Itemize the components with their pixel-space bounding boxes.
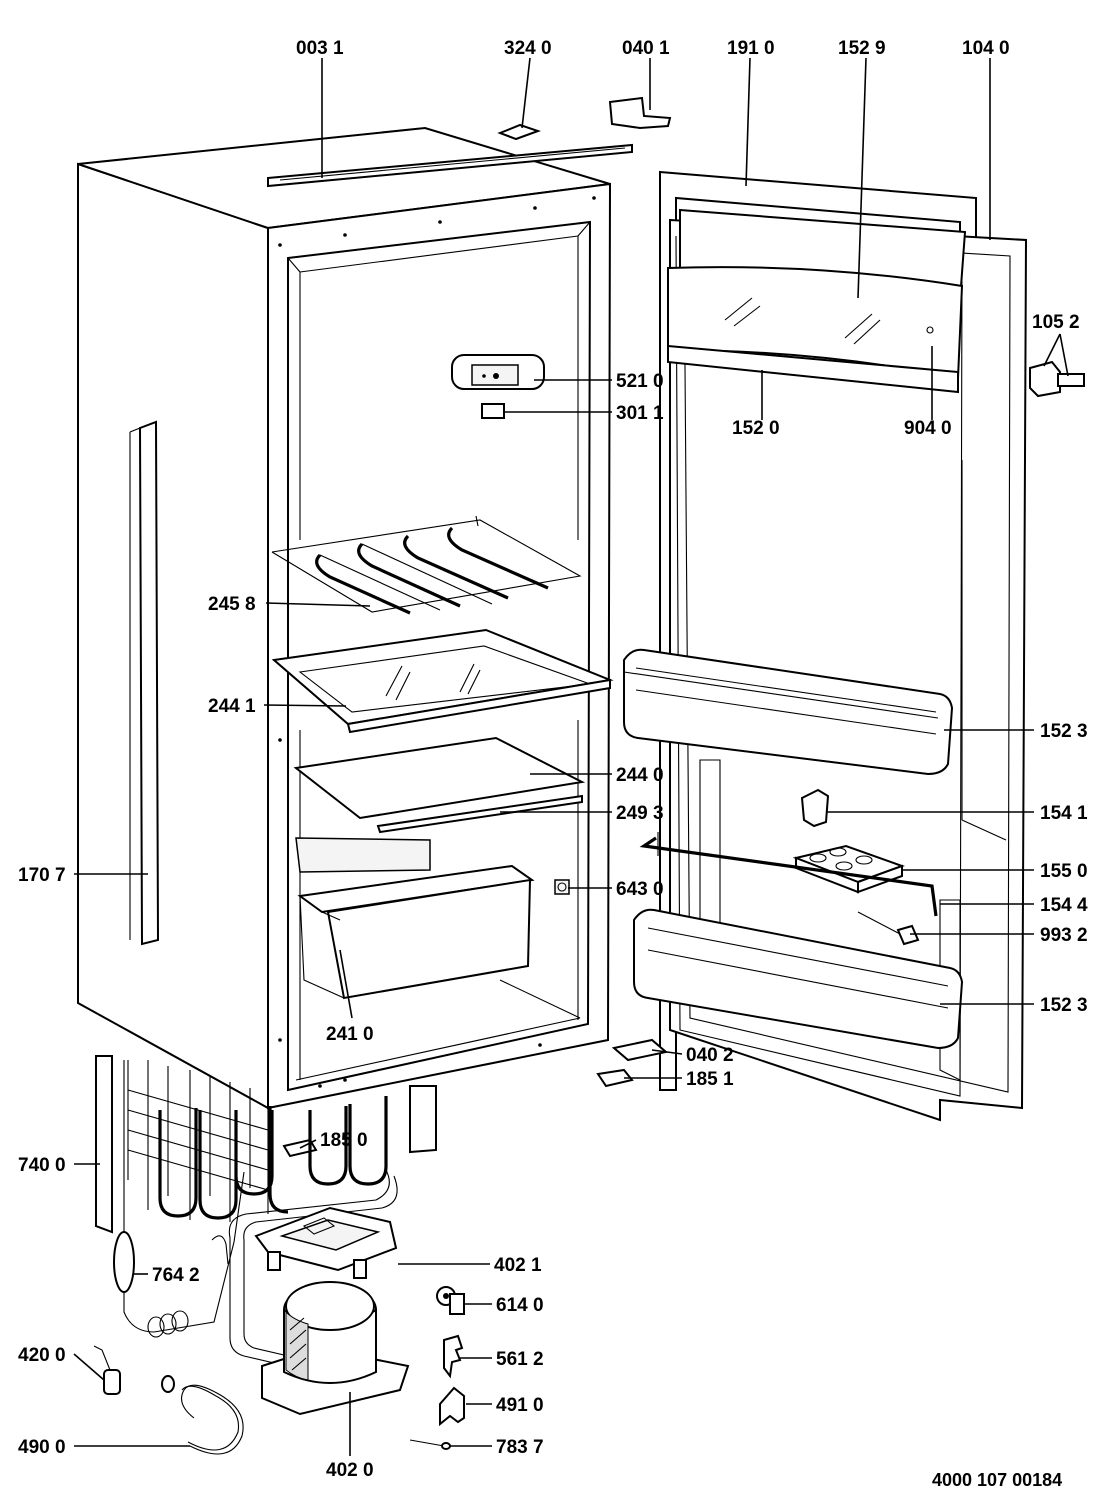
callout-152-3-top: 152 3 bbox=[1040, 721, 1088, 742]
callout-245-8: 245 8 bbox=[208, 594, 256, 615]
callout-402-1: 402 1 bbox=[494, 1255, 542, 1276]
callout-993-2: 993 2 bbox=[1040, 925, 1088, 946]
callout-191-0: 191 0 bbox=[727, 38, 775, 59]
callout-185-0: 185 0 bbox=[320, 1130, 368, 1151]
callout-154-4: 154 4 bbox=[1040, 895, 1088, 916]
callout-170-7: 170 7 bbox=[18, 865, 66, 886]
callout-040-1: 040 1 bbox=[622, 38, 670, 59]
side-hinge bbox=[1029, 360, 1085, 398]
top-hinge-parts bbox=[497, 96, 672, 141]
refrigerator-door bbox=[623, 170, 1028, 1122]
callout-152-9: 152 9 bbox=[838, 38, 886, 59]
callout-904-0: 904 0 bbox=[904, 418, 952, 439]
callout-301-1: 301 1 bbox=[616, 403, 664, 424]
callout-740-0: 740 0 bbox=[18, 1155, 66, 1176]
callout-249-3: 249 3 bbox=[616, 803, 664, 824]
callout-244-1: 244 1 bbox=[208, 696, 256, 717]
callout-244-0: 244 0 bbox=[616, 765, 664, 786]
callout-040-2: 040 2 bbox=[686, 1045, 734, 1066]
callout-155-0: 155 0 bbox=[1040, 861, 1088, 882]
callout-643-0: 643 0 bbox=[616, 879, 664, 900]
callout-521-0: 521 0 bbox=[616, 371, 664, 392]
capacitor bbox=[93, 1345, 121, 1395]
callout-003-1: 003 1 bbox=[296, 38, 344, 59]
power-cable bbox=[161, 1375, 244, 1455]
glass-shelf bbox=[271, 628, 614, 734]
callout-241-0: 241 0 bbox=[326, 1024, 374, 1045]
thermostat-housing bbox=[451, 354, 545, 419]
crisper-drawer bbox=[297, 864, 570, 1000]
callout-152-3-bottom: 152 3 bbox=[1040, 995, 1088, 1016]
callout-490-0: 490 0 bbox=[18, 1437, 66, 1458]
callout-152-0: 152 0 bbox=[732, 418, 780, 439]
callout-561-2: 561 2 bbox=[496, 1349, 544, 1370]
callout-764-2: 764 2 bbox=[152, 1265, 200, 1286]
capillary-tube bbox=[113, 1060, 245, 1338]
callout-783-7: 783 7 bbox=[496, 1437, 544, 1458]
callout-105-2: 105 2 bbox=[1032, 312, 1080, 333]
compressor-tubing bbox=[228, 1169, 398, 1371]
callout-614-0: 614 0 bbox=[496, 1295, 544, 1316]
condenser bbox=[95, 1055, 437, 1234]
electrical-components bbox=[409, 1286, 465, 1450]
callout-154-1: 154 1 bbox=[1040, 803, 1088, 824]
callout-420-0: 420 0 bbox=[18, 1345, 66, 1366]
compressor bbox=[261, 1281, 410, 1416]
document-number: 4000 107 00184 bbox=[932, 1470, 1062, 1490]
side-trim-strip bbox=[129, 420, 160, 946]
wire-shelf bbox=[271, 515, 582, 615]
callout-185-1: 185 1 bbox=[686, 1069, 734, 1090]
callout-324-0: 324 0 bbox=[504, 38, 552, 59]
callout-104-0: 104 0 bbox=[962, 38, 1010, 59]
part-callouts: 003 1 324 0 040 1 191 0 152 9 104 0 105 … bbox=[18, 38, 1088, 1481]
callout-402-0: 402 0 bbox=[326, 1460, 374, 1481]
callout-491-0: 491 0 bbox=[496, 1395, 544, 1416]
crisper-glass-cover bbox=[293, 736, 586, 834]
drip-tray bbox=[254, 1206, 398, 1279]
leader-lines bbox=[73, 57, 1069, 1456]
